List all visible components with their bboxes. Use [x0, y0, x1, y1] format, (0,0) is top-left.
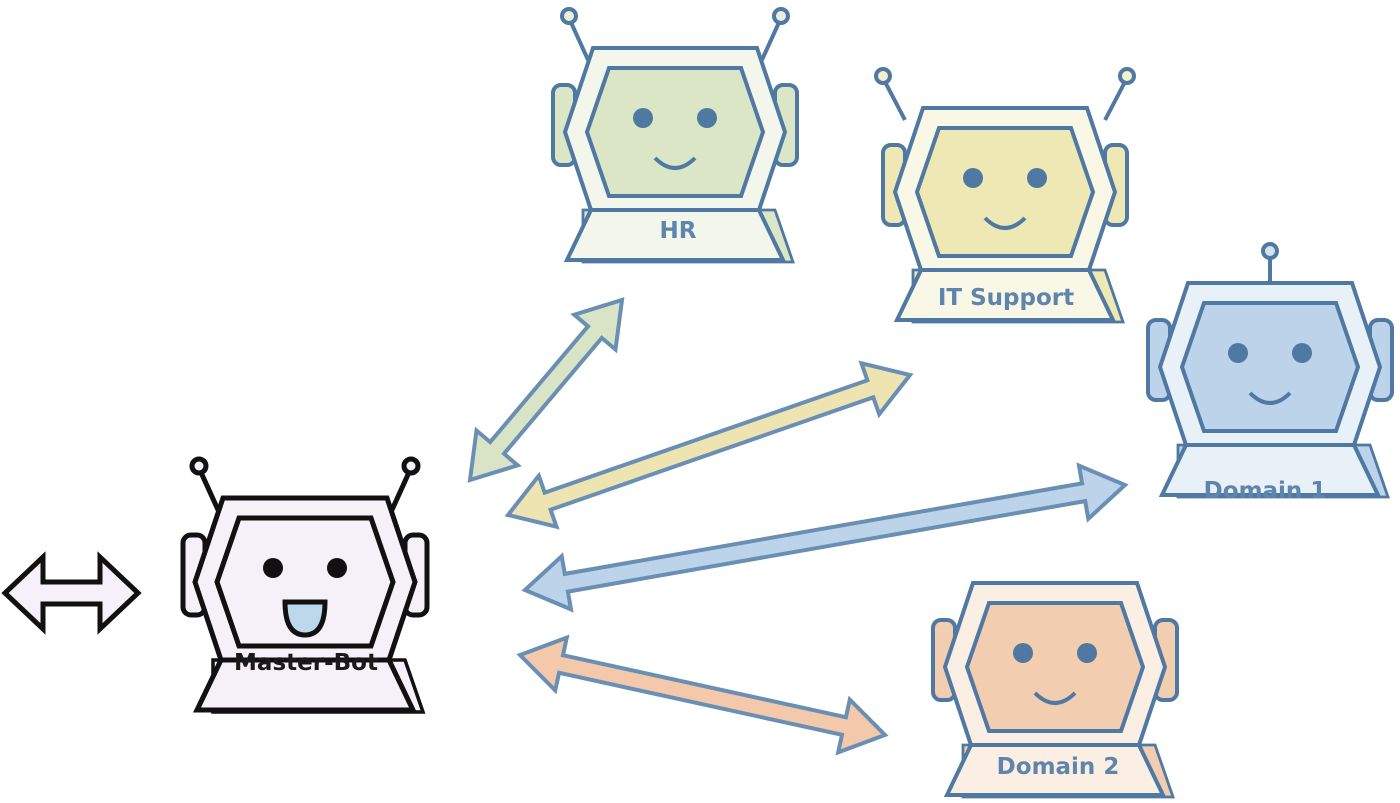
- domain-2-bot-label: Domain 2: [997, 754, 1120, 780]
- user-master-arrow: [1, 551, 142, 635]
- master-bot-label: Master-Bot: [234, 650, 378, 676]
- mouth: [282, 599, 328, 638]
- arrow-to-domain-1: [521, 462, 1129, 613]
- domain-1-bot-label: Domain 1: [1204, 478, 1327, 504]
- right-eye: [1077, 643, 1097, 663]
- arrow-to-domain-2: [516, 634, 889, 756]
- mouth: [983, 216, 1027, 230]
- left-eye: [1228, 343, 1248, 363]
- label-plate: [193, 657, 417, 713]
- label-plate: [893, 268, 1117, 322]
- master-bot: [180, 456, 430, 714]
- mouth: [653, 156, 697, 170]
- antenna-tip: [874, 67, 892, 85]
- domain-2-bot: [931, 581, 1179, 799]
- label-plate: [563, 208, 787, 262]
- left-eye: [633, 108, 653, 128]
- antenna-tip: [1261, 242, 1279, 260]
- left-eye: [963, 168, 983, 188]
- right-eye: [1292, 343, 1312, 363]
- antenna-tip: [560, 7, 578, 25]
- antenna: [389, 466, 414, 512]
- domain-1-bot: [1146, 242, 1394, 499]
- left-eye: [1013, 643, 1033, 663]
- face-screen: [914, 126, 1096, 258]
- right-eye: [697, 108, 717, 128]
- antenna: [760, 17, 783, 61]
- face-screen: [584, 66, 766, 198]
- face-screen: [964, 601, 1146, 733]
- arrow-to-hr: [467, 297, 625, 483]
- face-screen: [1179, 301, 1361, 433]
- antenna: [1103, 77, 1129, 121]
- label-plate: [1158, 443, 1382, 497]
- antenna-tip: [772, 7, 790, 25]
- antenna: [567, 17, 590, 61]
- arrow-to-it-support: [504, 360, 914, 530]
- antenna-tip: [189, 456, 209, 476]
- it-support-bot: [874, 67, 1136, 324]
- mouth: [1033, 691, 1077, 705]
- antenna: [196, 466, 221, 512]
- antenna-tip: [401, 456, 421, 476]
- hr-bot: [551, 7, 799, 264]
- right-eye: [327, 558, 347, 578]
- label-plate: [943, 743, 1167, 797]
- hr-bot-label: HR: [660, 218, 697, 244]
- antenna-tip: [1118, 67, 1136, 85]
- face-screen: [214, 515, 396, 649]
- left-eye: [263, 558, 283, 578]
- right-eye: [1027, 168, 1047, 188]
- it-support-bot-label: IT Support: [938, 285, 1074, 311]
- connection-arrows: [467, 297, 1129, 756]
- antenna: [881, 77, 907, 121]
- user-interaction-arrow: [1, 551, 142, 635]
- mouth: [1248, 391, 1292, 405]
